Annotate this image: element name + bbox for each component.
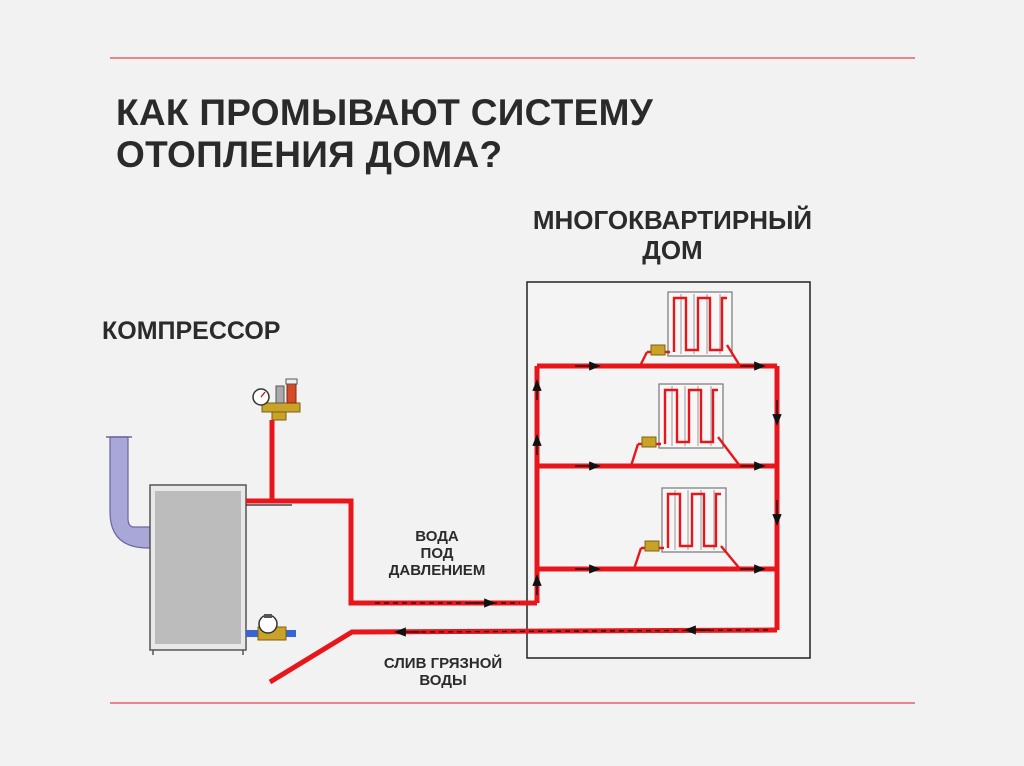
house-label-line-2: ДОМ [642, 235, 703, 265]
compressor-unit [149, 484, 247, 655]
radiator-icon [629, 291, 742, 570]
dirty-water-drain-label: СЛИВ ГРЯЗНОЙ ВОДЫ [360, 655, 526, 689]
drain-label-line-1: СЛИВ ГРЯЗНОЙ [383, 655, 503, 672]
top-divider [110, 57, 915, 59]
arrow-icon [394, 361, 782, 637]
gauge-icon [252, 378, 301, 421]
page-title: КАК ПРОМЫВАЮТ СИСТЕМУ ОТОПЛЕНИЯ ДОМА? [116, 92, 653, 176]
drain-flow-line [411, 629, 771, 633]
apartment-building-label: МНОГОКВАРТИРНЫЙ ДОМ [505, 205, 840, 265]
drain-label-line-2: ВОДЫ [419, 672, 467, 689]
title-line-2: ОТОПЛЕНИЯ ДОМА? [116, 134, 503, 175]
water-label-line-3: ДАВЛЕНИЕМ [388, 562, 486, 579]
house-label-line-1: МНОГОКВАРТИРНЫЙ [532, 205, 813, 235]
title-line-1: КАК ПРОМЫВАЮТ СИСТЕМУ [116, 92, 654, 133]
bottom-divider [110, 702, 915, 704]
supply-pipe [246, 420, 537, 606]
water-label-line-2: ПОД [420, 545, 454, 562]
meter-icon [246, 614, 296, 641]
water-label-line-1: ВОДА [415, 528, 459, 545]
compressor-label: КОМПРЕССОР [102, 317, 281, 345]
pressurized-water-label: ВОДА ПОД ДАВЛЕНИЕМ [368, 528, 506, 579]
exhaust-duct [106, 436, 151, 549]
